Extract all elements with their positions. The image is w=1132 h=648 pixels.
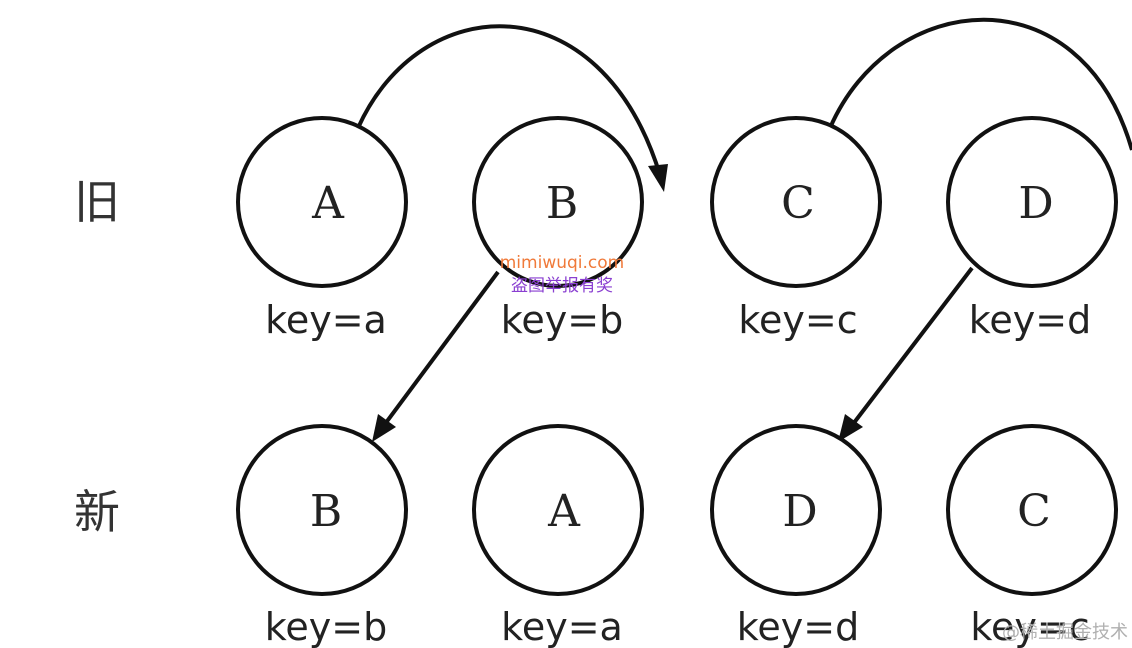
new-node-a: A key=a [472, 424, 644, 648]
watermark-notice: 盗图举报有奖 [511, 276, 613, 296]
old-row-label: 旧 [74, 175, 120, 229]
node-letter: B [310, 486, 342, 537]
node-circle [710, 116, 882, 288]
node-key-label: key=d [969, 298, 1091, 342]
node-key-label: key=c [738, 298, 857, 342]
node-letter: C [781, 178, 815, 229]
node-letter: C [1017, 486, 1051, 537]
arrow-d-down [848, 266, 974, 430]
node-circle [236, 116, 408, 288]
new-node-c: C key=c [946, 424, 1118, 648]
old-node-c: C key=c [710, 116, 882, 342]
watermark-site: mimiwuqi.com [500, 253, 624, 273]
watermark-corner: @稀土掘金技术 [1002, 622, 1128, 643]
node-circle [236, 424, 408, 596]
arrow-a-move-head [648, 164, 668, 192]
node-circle [472, 116, 644, 288]
node-key-label: key=a [265, 298, 387, 342]
node-circle [946, 116, 1118, 288]
old-node-d: D key=d [946, 116, 1118, 342]
new-row: B key=b A key=a D key=d C key=c [236, 424, 1118, 648]
node-key-label: key=b [265, 605, 387, 648]
node-key-label: key=d [737, 605, 859, 648]
arrow-b-down [380, 270, 500, 430]
old-node-a: A key=a [236, 116, 408, 342]
node-letter: D [1018, 178, 1053, 229]
node-key-label: key=c [970, 605, 1089, 648]
new-row-label: 新 [74, 485, 120, 539]
node-key-label: key=a [501, 605, 623, 648]
arrow-d-down-head [838, 414, 863, 442]
new-node-b: B key=b [236, 424, 408, 648]
node-letter: B [546, 178, 578, 229]
node-letter: D [782, 486, 817, 537]
node-circle [472, 424, 644, 596]
node-circle [710, 424, 882, 596]
node-letter: A [311, 178, 345, 229]
arrow-c-move [828, 17, 1132, 151]
node-circle [946, 424, 1118, 596]
old-node-b: B key=b [472, 116, 644, 342]
old-row: A key=a B key=b C key=c D key=d [236, 116, 1118, 342]
node-letter: A [547, 486, 581, 537]
new-node-d: D key=d [710, 424, 882, 648]
node-key-label: key=b [501, 298, 623, 342]
arrow-a-move [356, 24, 662, 176]
arrow-b-down-head [372, 414, 396, 442]
arrows [356, 17, 1132, 442]
